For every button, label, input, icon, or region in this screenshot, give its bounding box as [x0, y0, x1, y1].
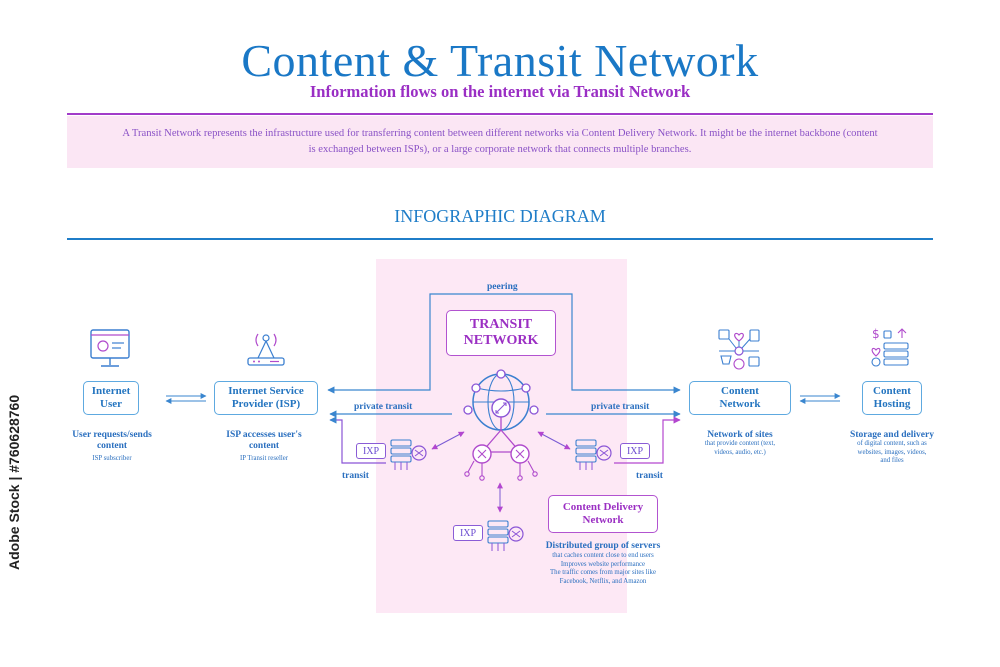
- server-switch-icon: [390, 439, 427, 470]
- page-title: Content & Transit Network: [241, 35, 759, 86]
- content-network-node: Content Network: [689, 381, 791, 415]
- globe-network-icon: [463, 369, 539, 481]
- network-hub-icon: [718, 329, 760, 370]
- transit-left-line: [329, 416, 386, 464]
- content-hosting-note: of digital content, such as websites, im…: [857, 440, 927, 464]
- network-hosting-arrows: [799, 393, 841, 404]
- private-transit-left-label: private transit: [354, 402, 413, 412]
- internet-user-caption: User requests/sends content: [72, 430, 152, 451]
- description-panel: [67, 116, 933, 168]
- isp-note: IP Transit reseller: [239, 455, 289, 462]
- internet-user-node: Internet User: [83, 381, 139, 415]
- description-text: A Transit Network represents the infrast…: [122, 128, 878, 155]
- transit-network-node: TRANSIT NETWORK: [446, 310, 556, 356]
- ixp-right-badge: IXP: [620, 443, 650, 459]
- peering-line: [327, 293, 681, 394]
- section-divider: [67, 238, 933, 240]
- isp-caption: ISP accesses user's content: [226, 430, 302, 451]
- content-network-note: that provide content (text, videos, audi…: [704, 440, 776, 456]
- cdn-note: that caches content close to end users I…: [550, 552, 656, 585]
- svg-text:$: $: [872, 327, 880, 341]
- cdn-caption: Distributed group of servers: [545, 541, 661, 551]
- private-transit-right-label: private transit: [591, 402, 650, 412]
- server-switch-icon-right: [575, 439, 612, 470]
- transit-left-label: transit: [342, 471, 369, 481]
- peering-label: peering: [487, 282, 518, 292]
- monitor-profile-icon: [90, 329, 130, 367]
- content-hosting-node: Content Hosting: [862, 381, 922, 415]
- content-hosting-caption: Storage and delivery: [850, 430, 934, 440]
- header-divider: [67, 113, 933, 115]
- transit-right-label: transit: [636, 471, 663, 481]
- section-title: INFOGRAPHIC DIAGRAM: [394, 206, 606, 226]
- cdn-node: Content Delivery Network: [548, 495, 658, 533]
- server-storage-icon: $: [871, 327, 909, 367]
- page-subtitle: Information flows on the internet via Tr…: [309, 82, 691, 101]
- ixp-left-badge: IXP: [356, 443, 386, 459]
- router-antenna-icon: [247, 333, 285, 366]
- content-network-caption: Network of sites: [707, 430, 773, 440]
- internet-user-note: ISP subscriber: [92, 455, 132, 462]
- server-switch-icon-bottom: [487, 520, 524, 551]
- transit-right-line: [614, 416, 681, 464]
- user-isp-arrows: [165, 393, 207, 404]
- ixp-bottom-badge: IXP: [453, 525, 483, 541]
- stock-id-text: Adobe Stock | #760628760: [6, 394, 22, 570]
- isp-node: Internet Service Provider (ISP): [214, 381, 318, 415]
